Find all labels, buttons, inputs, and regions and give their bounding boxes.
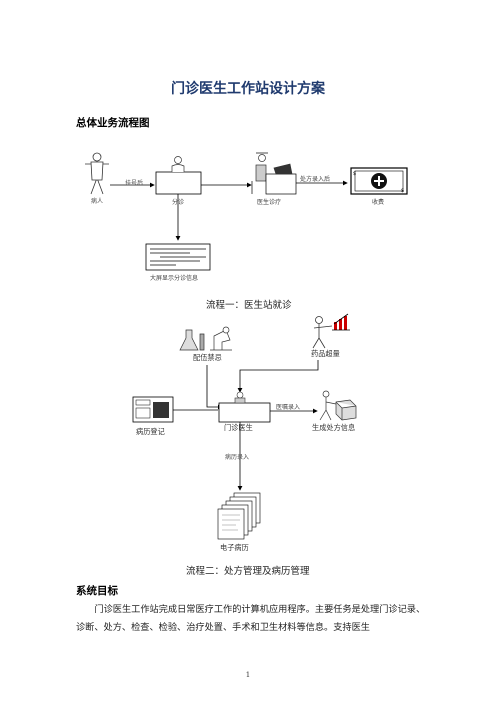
label-record-reg: 病历登记 — [136, 427, 165, 436]
arrow-contraindication — [206, 365, 223, 410]
doctor-desk-icon — [251, 152, 297, 195]
caption-flow2: 流程二：处方管理及病历管理 — [186, 566, 310, 577]
arrow-stock — [237, 360, 319, 393]
label-screen: 大屏显示分诊信息 — [150, 275, 199, 282]
label-stock: 药品超量 — [311, 349, 340, 358]
label-patient: 病人 — [91, 198, 104, 205]
patient-icon — [85, 152, 109, 195]
svg-text:$: $ — [353, 171, 356, 177]
section-heading-overview: 总体业务流程图 — [76, 117, 150, 129]
label-record-entry: 病历录入 — [225, 454, 250, 461]
triage-box — [155, 171, 202, 195]
svg-text:$: $ — [401, 188, 404, 194]
label-emr: 电子病历 — [220, 543, 249, 552]
label-order-entry: 医嘱录入 — [276, 404, 301, 411]
label-after-rx: 处方录入后 — [300, 176, 331, 183]
label-registered: 挂号后 — [125, 180, 144, 187]
document-stack-icon — [217, 492, 261, 540]
goal-paragraph: 门诊医生工作站完成日常医疗工作的计算机应用程序。主要任务是处理门诊记录、诊断、处… — [76, 604, 426, 633]
page-title: 门诊医生工作站设计方案 — [171, 81, 325, 97]
label-gen-rx: 生成处方信息 — [312, 423, 356, 432]
stock-chart-icon — [312, 313, 350, 349]
section-heading-goal: 系统目标 — [76, 585, 118, 597]
label-doctor: 医生诊疗 — [257, 199, 282, 206]
lab-flask-icon — [179, 326, 232, 351]
triage-staff-icon — [171, 156, 185, 172]
screen-display-icon — [145, 243, 211, 271]
label-charge: 收费 — [372, 199, 385, 206]
record-machine-icon — [132, 396, 174, 423]
label-triage: 分诊 — [172, 199, 185, 206]
delivery-person-icon — [319, 390, 357, 421]
caption-flow1: 流程一：医生站就诊 — [206, 300, 292, 311]
label-clinic-doctor: 门诊医生 — [224, 423, 253, 432]
label-contraindication: 配伍禁忌 — [193, 353, 222, 362]
money-icon: $ $ — [350, 167, 408, 195]
clinic-doctor-icon — [234, 391, 246, 404]
clinic-doctor-box — [218, 402, 271, 423]
page-number: 1 — [245, 671, 251, 679]
